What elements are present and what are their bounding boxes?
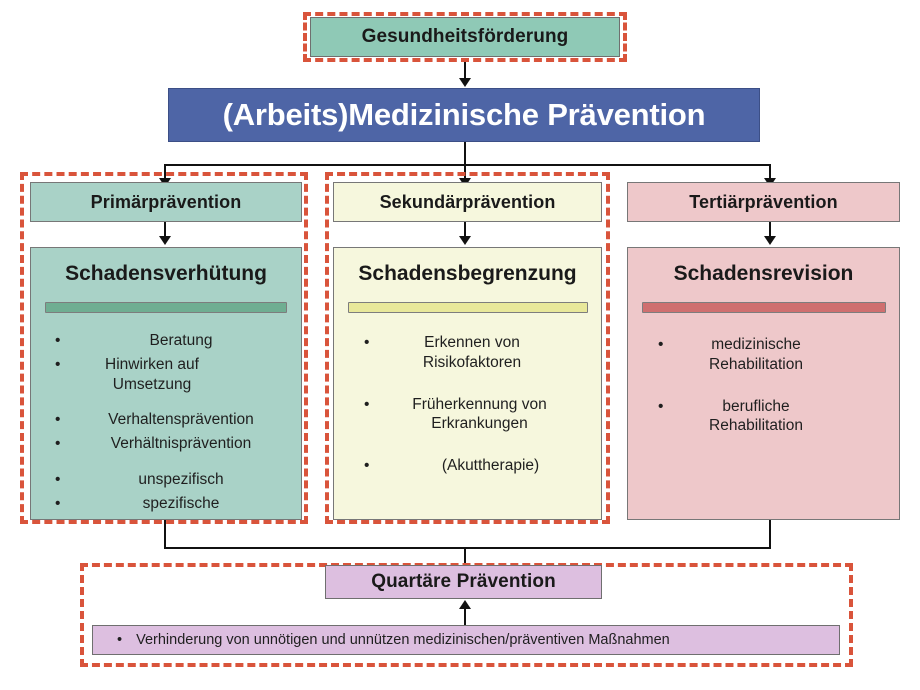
list-item: • unspezifisch <box>55 470 285 490</box>
column-header-secondary-label: Sekundärprävention <box>379 191 556 212</box>
column-header-tertiary-label: Tertiärprävention <box>689 191 838 212</box>
bullet-text: Verhältnisprävention <box>110 435 252 453</box>
bullet-text: Früherkennung von Erkrankungen <box>412 395 547 433</box>
connector-primary-header-to-body <box>164 222 166 238</box>
main-banner-label: (Arbeits)Medizinische Prävention <box>222 97 706 132</box>
connector-main-stem <box>464 142 466 165</box>
bullet-list-primary: • Beratung • Hinwirken auf Umsetzung • V… <box>55 331 285 514</box>
column-body-tertiary[interactable]: Schadensrevision • medizinische Rehabili… <box>627 247 900 520</box>
list-item: • spezifische <box>55 494 285 514</box>
bullet-dot: • <box>658 397 664 415</box>
list-item: • berufliche Rehabilitation <box>658 397 888 437</box>
connector-promotion-to-main <box>464 62 466 80</box>
connector-tertiary-header-to-body <box>769 222 771 238</box>
connector-drop-tertiary <box>769 164 771 180</box>
column-accent-rule-tertiary <box>641 302 886 313</box>
bullet-dot: • <box>658 336 664 353</box>
main-banner[interactable]: (Arbeits)Medizinische Prävention <box>168 88 760 142</box>
arrow-tertiary-header-to-body <box>764 236 776 245</box>
bullet-list-tertiary: • medizinische Rehabilitation • beruflic… <box>658 335 888 436</box>
column-header-primary-label: Primärprävention <box>90 191 242 212</box>
bullet-text: Hinwirken auf Umsetzung <box>105 355 199 393</box>
bullet-dot: • <box>55 435 61 453</box>
bullet-text: berufliche Rehabilitation <box>709 397 803 435</box>
column-header-primary[interactable]: Primärprävention <box>30 182 302 222</box>
list-item: • (Akuttherapie) <box>364 456 589 476</box>
bullet-text: medizinische Rehabilitation <box>709 336 803 373</box>
column-body-tertiary-title: Schadensrevision <box>673 262 854 285</box>
bullet-dot: • <box>55 332 61 349</box>
connector-tertiary-to-quaternary-vert <box>769 520 771 548</box>
arrow-secondary-header-to-body <box>459 236 471 245</box>
connector-note-to-quaternary <box>464 608 466 625</box>
health-promotion-label: Gesundheitsförderung <box>361 26 569 47</box>
bullet-dot: • <box>55 494 61 512</box>
quaternary-prevention-label: Quartäre Prävention <box>371 571 556 592</box>
list-item: • Verhältnisprävention <box>55 434 285 454</box>
arrow-promotion-to-main <box>459 78 471 87</box>
list-item: • Beratung <box>55 331 285 351</box>
column-accent-rule-primary <box>45 302 287 313</box>
bullet-dot: • <box>55 471 61 489</box>
bullet-text: (Akuttherapie) <box>441 457 540 475</box>
column-header-secondary[interactable]: Sekundärprävention <box>333 182 602 222</box>
bullet-dot: • <box>55 411 61 429</box>
bullet-text: Beratung <box>149 332 213 349</box>
bullet-dot: • <box>364 395 370 413</box>
bullet-dot: • <box>364 334 370 351</box>
connector-primary-to-quaternary-vert <box>164 520 166 548</box>
column-body-primary[interactable]: Schadensverhütung • Beratung • Hinwirken… <box>30 247 302 520</box>
connector-secondary-header-to-body <box>464 222 466 238</box>
connector-main-bus <box>164 164 771 166</box>
quaternary-note-box[interactable]: • Verhinderung von unnötigen und unnütze… <box>92 625 840 655</box>
list-item: • medizinische Rehabilitation <box>658 335 888 375</box>
health-promotion-box[interactable]: Gesundheitsförderung <box>310 17 620 57</box>
bullet-dot: • <box>117 632 123 648</box>
list-item: • Verhaltensprävention <box>55 410 285 430</box>
bullet-text: Verhaltensprävention <box>108 411 254 429</box>
bullet-dot: • <box>364 457 370 475</box>
connector-quaternary-bus <box>164 547 771 549</box>
bullet-list-secondary: • Erkennen von Risikofaktoren • Früherke… <box>364 333 589 476</box>
bullet-dot: • <box>55 355 61 373</box>
bullet-text: Erkennen von Risikofaktoren <box>422 334 522 371</box>
column-body-primary-title: Schadensverhütung <box>65 262 267 285</box>
arrow-note-to-quaternary <box>459 600 471 609</box>
column-body-secondary[interactable]: Schadensbegrenzung • Erkennen von Risiko… <box>333 247 602 520</box>
list-item: • Erkennen von Risikofaktoren <box>364 333 589 373</box>
quaternary-note-text: Verhinderung von unnötigen und unnützen … <box>136 632 670 648</box>
list-item: • Früherkennung von Erkrankungen <box>364 395 589 435</box>
column-body-secondary-title: Schadensbegrenzung <box>358 262 577 285</box>
column-header-tertiary[interactable]: Tertiärprävention <box>627 182 900 222</box>
list-item: • Hinwirken auf Umsetzung <box>55 355 285 395</box>
connector-quaternary-stem <box>464 547 466 566</box>
bullet-text: unspezifisch <box>138 471 224 489</box>
quaternary-prevention-box[interactable]: Quartäre Prävention <box>325 565 602 599</box>
bullet-text: spezifische <box>142 494 220 512</box>
arrow-primary-header-to-body <box>159 236 171 245</box>
column-accent-rule-secondary <box>347 302 588 313</box>
